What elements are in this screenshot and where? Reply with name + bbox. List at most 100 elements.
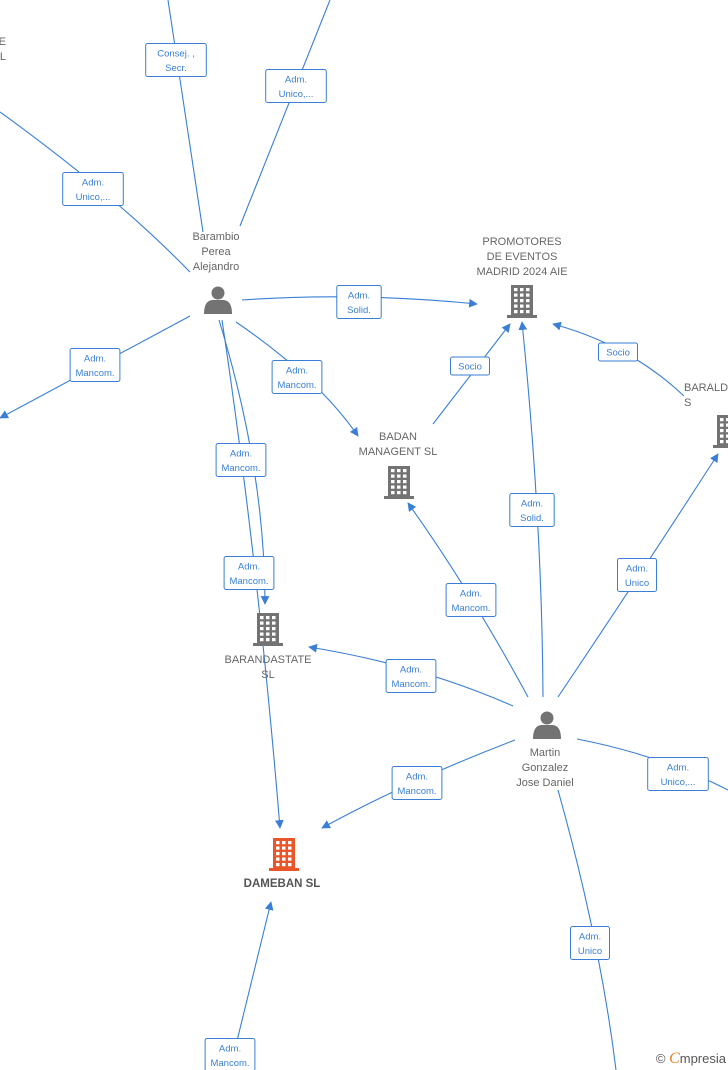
building-window bbox=[526, 288, 530, 292]
building-window bbox=[514, 288, 518, 292]
edge-label[interactable]: Adm.Mancom. bbox=[223, 556, 275, 590]
brand-name: mpresia bbox=[679, 1051, 726, 1066]
edge-label[interactable]: Socio bbox=[598, 342, 638, 362]
edge-label[interactable]: Socio bbox=[450, 356, 490, 376]
person-head bbox=[211, 286, 225, 300]
edge-label[interactable]: Adm.Unico bbox=[570, 926, 610, 960]
building-window bbox=[526, 299, 530, 303]
edge-label-box bbox=[145, 43, 207, 77]
edge-label-box bbox=[445, 583, 497, 617]
building-window bbox=[397, 469, 401, 473]
edge-label-box bbox=[450, 356, 490, 376]
node-label: PROMOTORES bbox=[482, 236, 561, 248]
edge-label[interactable]: Adm.Solid. bbox=[336, 285, 382, 319]
edge-label[interactable]: Consej. ,Secr. bbox=[145, 43, 207, 77]
edge-label[interactable]: Adm.Mancom. bbox=[445, 583, 497, 617]
edge-label-box bbox=[69, 348, 121, 382]
edge-label-text: Adm. bbox=[286, 366, 308, 377]
edge-label-text: Adm. bbox=[230, 449, 252, 460]
building-window bbox=[520, 304, 524, 308]
edge-label[interactable]: Adm.Unico,... bbox=[62, 172, 124, 206]
person-body bbox=[204, 300, 232, 314]
edge-label[interactable]: Adm.Unico bbox=[617, 558, 657, 592]
building-icon[interactable] bbox=[384, 466, 414, 499]
edge-label[interactable]: Adm.Unico,... bbox=[647, 757, 709, 791]
edge-label[interactable]: Adm.Mancom. bbox=[385, 659, 437, 693]
building-window bbox=[260, 621, 264, 625]
edge-label-text: Adm. bbox=[521, 499, 543, 510]
edge-label-box bbox=[617, 558, 657, 592]
edge-label-text: Socio bbox=[606, 348, 630, 359]
edge-label-box bbox=[336, 285, 382, 319]
building-window bbox=[726, 429, 728, 433]
edge-label-text: Adm. bbox=[626, 564, 648, 575]
node-label: Jose Daniel bbox=[516, 777, 573, 789]
node-label: BADAN bbox=[379, 431, 417, 443]
building-window bbox=[288, 863, 292, 867]
edge-label[interactable]: Adm.Mancom. bbox=[391, 766, 443, 800]
edge-connector bbox=[239, 0, 331, 227]
person-icon[interactable] bbox=[533, 711, 561, 740]
building-window bbox=[272, 632, 276, 636]
node-dameban[interactable]: DAMEBAN SL bbox=[244, 838, 321, 890]
edge-label[interactable]: Adm.Solid. bbox=[509, 493, 555, 527]
edge-label[interactable]: Adm. Unico,... bbox=[265, 69, 327, 103]
brand-watermark: © Cmpresia bbox=[656, 1050, 726, 1068]
node-baralda[interactable]: BARALDAS bbox=[684, 382, 728, 448]
edge-label-text: Unico,... bbox=[661, 777, 696, 788]
node-label: DAMEBAN SL bbox=[244, 878, 321, 890]
edge-label[interactable]: Adm.Mancom. bbox=[204, 1038, 256, 1070]
building-window bbox=[720, 440, 724, 444]
building-window bbox=[514, 293, 518, 297]
building-window bbox=[403, 491, 407, 495]
building-window bbox=[282, 857, 286, 861]
building-window bbox=[526, 310, 530, 314]
building-window bbox=[726, 434, 728, 438]
brand-logo-initial: C bbox=[669, 1050, 680, 1067]
edge-label-text: Adm. bbox=[460, 589, 482, 600]
building-icon[interactable] bbox=[269, 838, 299, 871]
building-window bbox=[282, 846, 286, 850]
node-label: Perea bbox=[201, 246, 231, 258]
edge-label-text: Unico,... bbox=[279, 89, 314, 100]
building-window bbox=[397, 480, 401, 484]
edge-label[interactable]: Adm. Mancom. bbox=[215, 443, 267, 477]
building-window bbox=[266, 627, 270, 631]
edge-label-text: Adm. bbox=[219, 1044, 241, 1055]
node-label: BARALDA bbox=[684, 382, 728, 394]
building-window bbox=[391, 474, 395, 478]
edge-label-text: Adm. bbox=[285, 75, 307, 86]
building-window bbox=[397, 491, 401, 495]
edge-label-text: Mancom. bbox=[75, 368, 114, 379]
edge-label[interactable]: Adm.Mancom. bbox=[271, 360, 323, 394]
building-window bbox=[403, 469, 407, 473]
node-left_co[interactable]: ESL bbox=[0, 36, 6, 76]
building-icon[interactable] bbox=[253, 613, 283, 646]
building-base bbox=[713, 445, 728, 448]
edge-label-text: Adm. bbox=[348, 291, 370, 302]
building-window bbox=[282, 863, 286, 867]
building-window bbox=[276, 863, 280, 867]
building-window bbox=[520, 293, 524, 297]
building-base bbox=[253, 643, 283, 646]
building-icon[interactable] bbox=[713, 415, 728, 448]
node-label: Gonzalez bbox=[522, 762, 568, 774]
building-window bbox=[403, 485, 407, 489]
edge-label[interactable]: Adm.Mancom. bbox=[69, 348, 121, 382]
person-icon[interactable] bbox=[204, 286, 232, 315]
edge-label-box bbox=[62, 172, 124, 206]
edge-label-text: Unico,... bbox=[76, 192, 111, 203]
building-window bbox=[514, 299, 518, 303]
building-icon[interactable] bbox=[507, 285, 537, 318]
edge-label-box bbox=[391, 766, 443, 800]
edge-label-box bbox=[223, 556, 275, 590]
building-window bbox=[520, 310, 524, 314]
edge-label-text: Mancom. bbox=[221, 463, 260, 474]
building-window bbox=[272, 621, 276, 625]
